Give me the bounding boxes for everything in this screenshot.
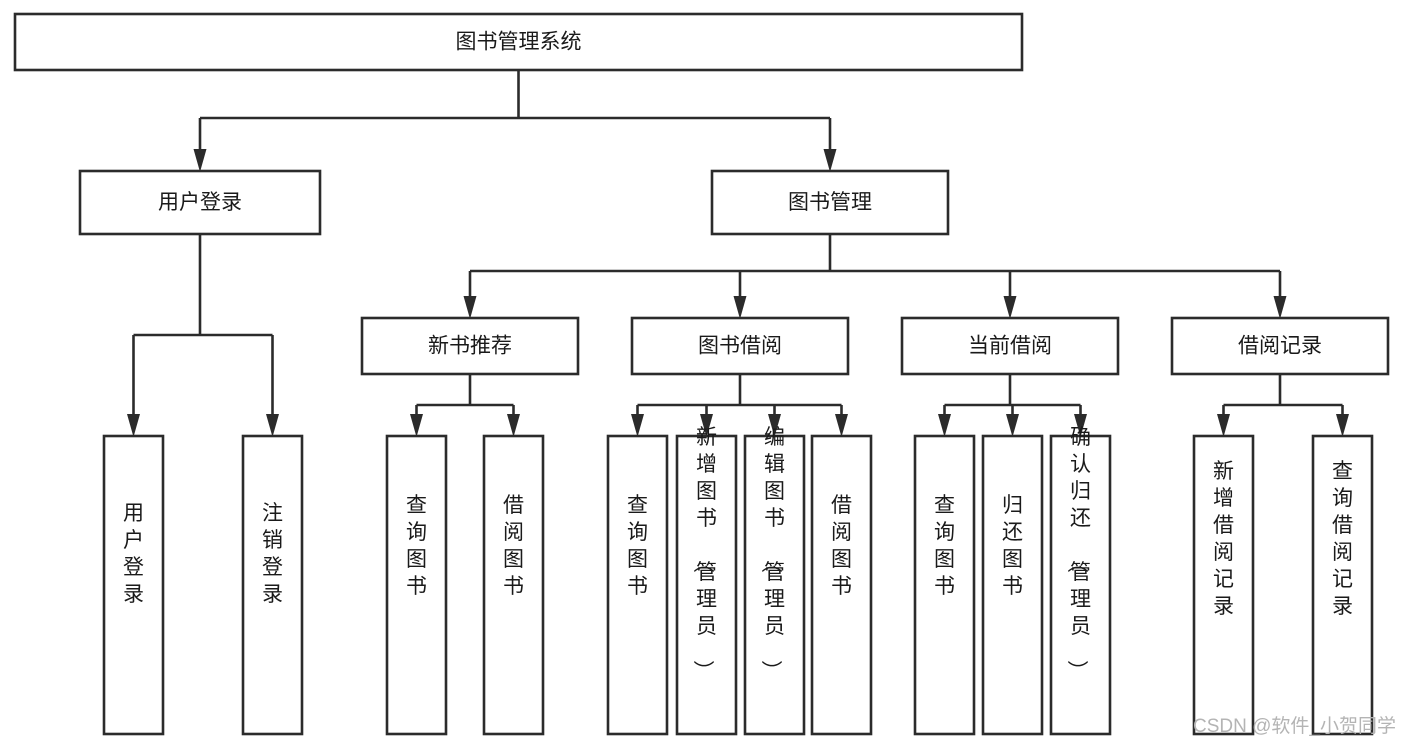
arrow-head-icon — [1336, 414, 1349, 437]
watermark-label: CSDN @软件_小贺同学 — [1193, 715, 1396, 737]
node-box-leaf-user-logout[interactable] — [241, 434, 304, 736]
node-label-leaf-return-book: 归还图书 — [1002, 494, 1023, 598]
node-box-leaf-query-book-cur[interactable] — [913, 434, 976, 736]
node-label-leaf-confirm-return-admin: 确认归还（管理员） — [1065, 426, 1091, 681]
arrow-head-icon — [193, 149, 207, 172]
node-label-leaf-user-logout: 注销登录 — [262, 502, 283, 606]
node-layer: 图书管理系统用户登录图书管理新书推荐图书借阅当前借阅借阅记录用户登录注销登录查询… — [13, 12, 1390, 736]
arrow-head-icon — [700, 414, 713, 437]
arrow-head-icon — [266, 414, 279, 437]
node-label-leaf-borrow-book: 借阅图书 — [831, 494, 852, 598]
arrow-head-icon — [507, 414, 520, 437]
arrow-head-icon — [1006, 414, 1019, 437]
node-leaf-add-borrow-record[interactable]: 新增借阅记录 — [1192, 434, 1255, 736]
node-box-leaf-borrow-book-rec[interactable] — [482, 434, 545, 736]
arrow-head-icon — [938, 414, 951, 437]
node-label-new-book-rec: 新书推荐 — [428, 335, 512, 358]
node-user-login[interactable]: 用户登录 — [78, 169, 322, 236]
node-box-leaf-edit-book-admin[interactable] — [743, 434, 806, 736]
node-box-leaf-user-login[interactable] — [102, 434, 165, 736]
node-box-leaf-confirm-return-admin[interactable] — [1049, 434, 1112, 736]
arrow-head-icon — [1074, 414, 1087, 437]
node-box-root[interactable] — [13, 12, 1024, 72]
connector-group-root — [193, 70, 837, 172]
node-label-leaf-query-book: 查询图书 — [627, 494, 648, 598]
node-leaf-query-book[interactable]: 查询图书 — [606, 434, 669, 736]
node-label-leaf-edit-book-admin: 编辑图书（管理员） — [759, 426, 785, 681]
arrow-head-icon — [463, 296, 477, 319]
node-leaf-return-book[interactable]: 归还图书 — [981, 434, 1044, 736]
node-book-manage[interactable]: 图书管理 — [710, 169, 950, 236]
node-leaf-user-login[interactable]: 用户登录 — [102, 434, 165, 736]
arrow-head-icon — [1273, 296, 1287, 319]
node-box-leaf-add-book-admin[interactable] — [675, 434, 738, 736]
node-label-leaf-query-book-rec: 查询图书 — [406, 494, 427, 598]
node-box-book-borrow[interactable] — [630, 316, 850, 376]
arrow-head-icon — [410, 414, 423, 437]
node-leaf-confirm-return-admin[interactable]: 确认归还（管理员） — [1049, 426, 1112, 736]
node-leaf-borrow-book-rec[interactable]: 借阅图书 — [482, 434, 545, 736]
arrow-head-icon — [1217, 414, 1230, 437]
node-box-book-manage[interactable] — [710, 169, 950, 236]
connector-group-book-manage — [463, 234, 1287, 319]
node-label-leaf-user-login: 用户登录 — [123, 502, 144, 606]
connector-group-current-borrow — [938, 374, 1087, 437]
node-root[interactable]: 图书管理系统 — [13, 12, 1024, 72]
arrow-head-icon — [733, 296, 747, 319]
node-box-leaf-return-book[interactable] — [981, 434, 1044, 736]
node-label-current-borrow: 当前借阅 — [968, 335, 1052, 358]
node-box-leaf-query-book[interactable] — [606, 434, 669, 736]
arrow-head-icon — [835, 414, 848, 437]
arrow-head-icon — [1003, 296, 1017, 319]
node-box-leaf-borrow-book[interactable] — [810, 434, 873, 736]
node-label-user-login: 用户登录 — [158, 191, 242, 214]
node-leaf-borrow-book[interactable]: 借阅图书 — [810, 434, 873, 736]
arrow-head-icon — [631, 414, 644, 437]
connector-group-book-borrow — [631, 374, 848, 437]
arrow-head-icon — [823, 149, 837, 172]
node-label-leaf-query-borrow-record: 查询借阅记录 — [1332, 460, 1353, 618]
node-label-leaf-add-borrow-record: 新增借阅记录 — [1213, 460, 1234, 618]
connector-group-borrow-record — [1217, 374, 1349, 437]
node-box-new-book-rec[interactable] — [360, 316, 580, 376]
node-label-leaf-query-book-cur: 查询图书 — [934, 494, 955, 598]
node-label-borrow-record: 借阅记录 — [1238, 335, 1322, 358]
node-label-leaf-borrow-book-rec: 借阅图书 — [503, 494, 524, 598]
connector-group-user-login — [127, 234, 279, 437]
node-box-borrow-record[interactable] — [1170, 316, 1390, 376]
connector-layer — [127, 70, 1349, 437]
connector-group-new-book-rec — [410, 374, 520, 437]
node-box-leaf-query-borrow-record[interactable] — [1311, 434, 1374, 736]
node-leaf-query-book-cur[interactable]: 查询图书 — [913, 434, 976, 736]
node-book-borrow[interactable]: 图书借阅 — [630, 316, 850, 376]
node-borrow-record[interactable]: 借阅记录 — [1170, 316, 1390, 376]
node-leaf-user-logout[interactable]: 注销登录 — [241, 434, 304, 736]
arrow-head-icon — [127, 414, 140, 437]
node-box-leaf-add-borrow-record[interactable] — [1192, 434, 1255, 736]
node-box-user-login[interactable] — [78, 169, 322, 236]
node-leaf-edit-book-admin[interactable]: 编辑图书（管理员） — [743, 426, 806, 736]
node-box-leaf-query-book-rec[interactable] — [385, 434, 448, 736]
node-current-borrow[interactable]: 当前借阅 — [900, 316, 1120, 376]
node-leaf-query-book-rec[interactable]: 查询图书 — [385, 434, 448, 736]
node-label-leaf-add-book-admin: 新增图书（管理员） — [691, 426, 717, 681]
node-label-root: 图书管理系统 — [456, 31, 582, 54]
arrow-head-icon — [768, 414, 781, 437]
node-box-current-borrow[interactable] — [900, 316, 1120, 376]
node-label-book-borrow: 图书借阅 — [698, 335, 782, 358]
node-leaf-add-book-admin[interactable]: 新增图书（管理员） — [675, 426, 738, 736]
node-leaf-query-borrow-record[interactable]: 查询借阅记录 — [1311, 434, 1374, 736]
node-new-book-rec[interactable]: 新书推荐 — [360, 316, 580, 376]
node-label-book-manage: 图书管理 — [788, 191, 872, 214]
